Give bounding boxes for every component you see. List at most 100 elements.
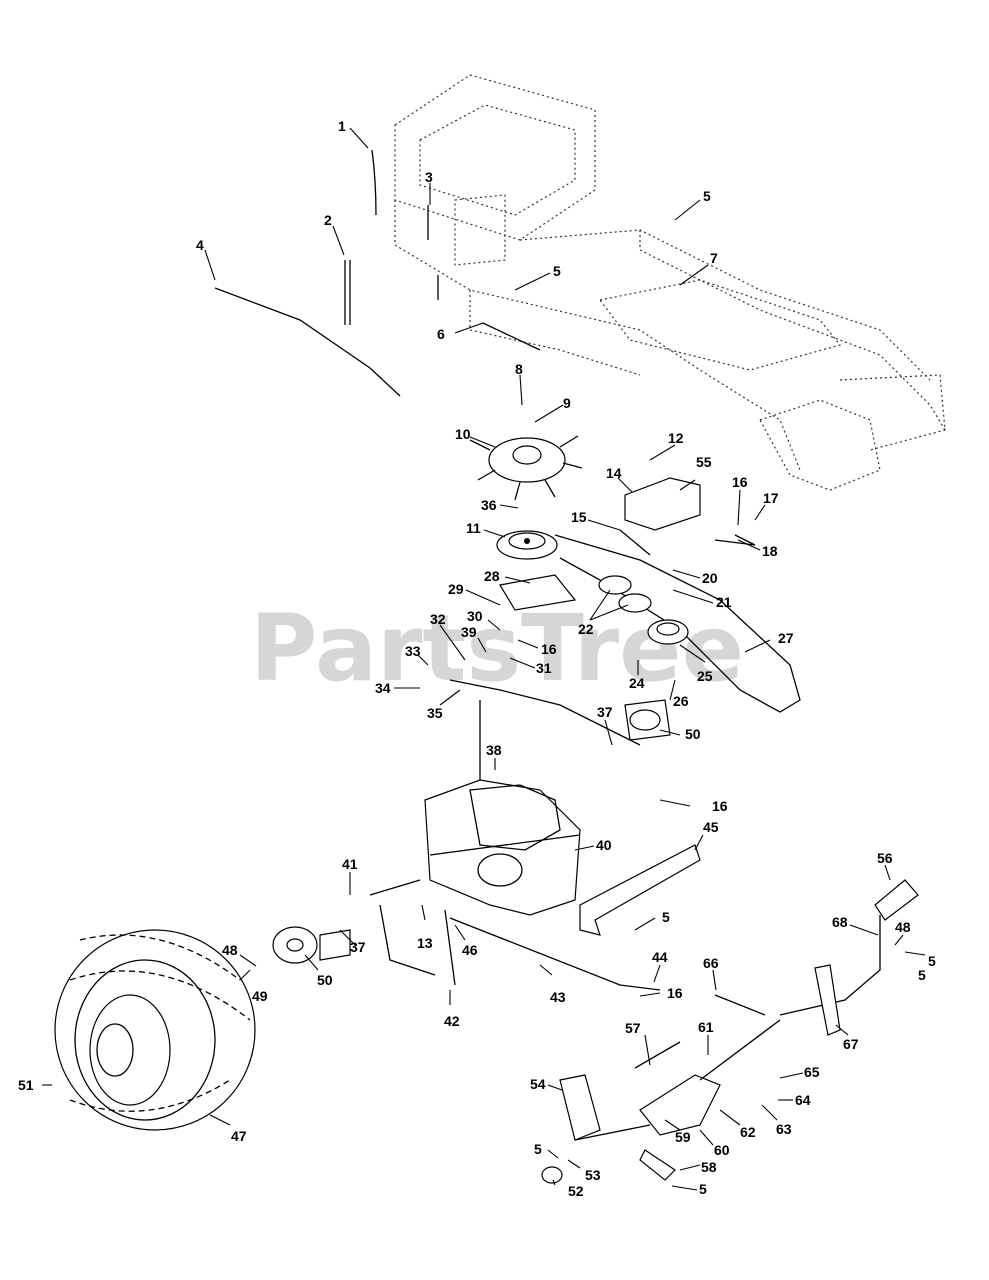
callout-4: 4 [196,237,204,253]
part-plate [499,574,577,611]
part-lever [814,964,841,1036]
parts [54,149,919,1184]
callout-51: 51 [18,1077,34,1093]
callout-24: 24 [629,675,645,691]
part-bolt [427,205,439,300]
callout-63: 63 [776,1121,792,1137]
callout-31: 31 [536,660,552,676]
callout-52: 52 [568,1183,584,1199]
callout-20: 20 [702,570,718,586]
callout-10: 10 [455,426,471,442]
callout-57: 57 [625,1020,641,1036]
callout-13: 13 [417,935,433,951]
callout-16c: 16 [712,798,728,814]
callout-25: 25 [697,668,713,684]
part-rear-wheel [54,929,256,1131]
callouts: 1 2 3 4 5 5 5 5 5 5 5 5 6 7 8 9 10 11 [18,118,936,1199]
callout-58: 58 [701,1159,717,1175]
callout-14: 14 [606,465,622,481]
callout-2: 2 [324,212,332,228]
callout-68: 68 [832,914,848,930]
callout-55: 55 [696,454,712,470]
callout-65: 65 [804,1064,820,1080]
part-spring-brake [444,909,456,986]
part-brake-pedal [874,879,919,921]
callout-37a: 37 [597,704,613,720]
callout-8: 8 [515,361,523,377]
callout-5b: 5 [553,263,561,279]
callout-26: 26 [673,693,689,709]
callout-29: 29 [448,581,464,597]
callout-16a: 16 [541,641,557,657]
callout-43: 43 [550,989,566,1005]
callout-9: 9 [563,395,571,411]
callout-62: 62 [740,1124,756,1140]
callout-38: 38 [486,742,502,758]
part-bolt-long [344,260,351,325]
part-hub-upper [624,699,671,741]
callout-18: 18 [762,543,778,559]
part-knob [541,1166,563,1184]
callout-33: 33 [405,643,421,659]
callout-61: 61 [698,1019,714,1035]
part-bracket-small [639,1149,676,1181]
callout-7: 7 [710,250,718,266]
callout-5g: 5 [699,1181,707,1197]
part-spring [482,322,541,351]
callout-47: 47 [231,1128,247,1144]
callout-6: 6 [437,326,445,342]
part-spring-idler [619,529,651,556]
callout-3: 3 [425,169,433,185]
callout-50b: 50 [317,972,333,988]
callout-5a: 5 [703,188,711,204]
part-bracket [624,477,701,531]
callout-5f: 5 [534,1141,542,1157]
callout-59: 59 [675,1129,691,1145]
part-fan [469,435,583,501]
callout-67: 67 [843,1036,859,1052]
callout-34: 34 [375,680,391,696]
callout-39: 39 [461,624,477,640]
callout-48b: 48 [895,919,911,935]
callout-44: 44 [652,949,668,965]
callout-12: 12 [668,430,684,446]
part-rod-short [714,534,756,546]
part-pedal-lower [559,1074,601,1141]
callout-50a: 50 [685,726,701,742]
part-brake-rod [379,904,661,991]
part-shift-rod [449,679,641,746]
callout-53: 53 [585,1167,601,1183]
callout-36: 36 [481,497,497,513]
callout-15: 15 [571,509,587,525]
callout-41: 41 [342,856,358,872]
part-bracket-long [579,844,701,936]
callout-28: 28 [484,568,500,584]
callout-5c: 5 [662,909,670,925]
callout-11: 11 [466,520,481,536]
part-pulley-main [496,530,558,560]
callout-17: 17 [763,490,779,506]
callout-30: 30 [467,608,483,624]
callout-16b: 16 [732,474,748,490]
part-pivot-assembly [639,1074,721,1136]
watermark: PartsTree [250,595,744,702]
callout-27: 27 [778,630,794,646]
callout-56: 56 [877,850,893,866]
callout-35: 35 [427,705,443,721]
callout-64: 64 [795,1092,811,1108]
callout-48a: 48 [222,942,238,958]
part-transaxle [369,779,581,916]
callout-42: 42 [444,1013,460,1029]
part-pulley-idler [647,619,689,645]
callout-1: 1 [338,118,346,134]
callout-37b: 37 [350,939,366,955]
callout-45: 45 [703,819,719,835]
callout-22: 22 [578,621,594,637]
callout-40: 40 [596,837,612,853]
part-rod [214,287,401,397]
part-pin [634,1041,681,1069]
part-hub-lower [272,926,351,964]
callout-5d: 5 [928,953,936,969]
part-cable [371,149,377,216]
